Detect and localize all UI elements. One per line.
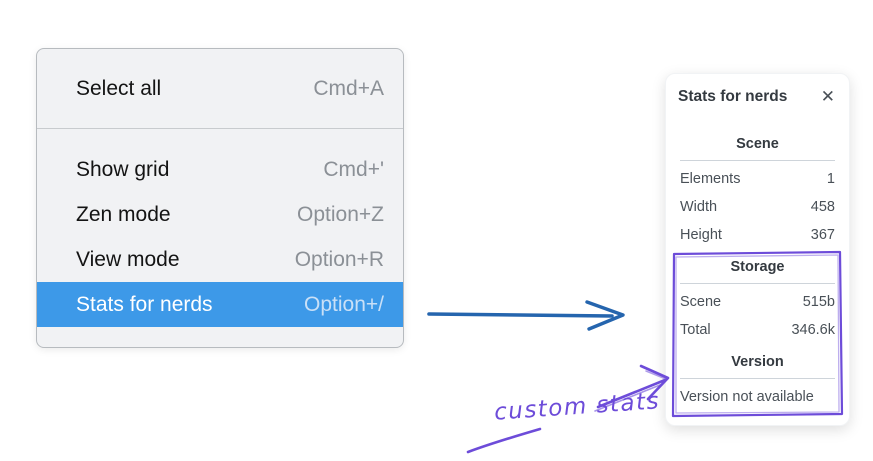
menu-to-panel-arrow-line [427, 312, 614, 318]
stat-row-height: Height 367 [678, 221, 837, 249]
menu-item-shortcut: Cmd+A [313, 76, 384, 100]
stat-value: 458 [810, 199, 835, 215]
custom-stats-arrow-shaft [596, 378, 667, 409]
stat-value: 515b [802, 294, 835, 310]
version-status-text: Version not available [680, 389, 814, 405]
menu-to-panel-arrow-head [585, 300, 625, 331]
stat-label: Height [680, 227, 722, 243]
stats-panel-title: Stats for nerds [678, 88, 788, 105]
menu-section-top: Select all Cmd+A [37, 49, 403, 128]
menu-item-view-mode[interactable]: View mode Option+R [37, 237, 403, 282]
stat-row-total-storage: Total 346.6k [678, 316, 837, 344]
stat-label: Scene [680, 294, 722, 310]
context-menu: Select all Cmd+A Show grid Cmd+' Zen mod… [36, 48, 404, 348]
section-divider [680, 378, 835, 379]
menu-item-select-all[interactable]: Select all Cmd+A [37, 66, 403, 111]
stat-label: Elements [680, 171, 741, 187]
menu-item-label: View mode [76, 247, 180, 271]
menu-item-label: Zen mode [76, 202, 171, 226]
stats-panel: Stats for nerds ✕ Scene Elements 1 Width… [665, 73, 850, 426]
menu-item-shortcut: Option+Z [297, 202, 384, 226]
menu-item-shortcut: Option+/ [304, 292, 384, 316]
section-divider [680, 283, 835, 284]
custom-stats-arrow-tail [466, 427, 542, 454]
custom-stats-arrow-head [639, 364, 670, 401]
stats-panel-header: Stats for nerds ✕ [678, 86, 837, 108]
stat-row-scene-storage: Scene 515b [678, 288, 837, 316]
custom-stats-label: custom stats [493, 388, 661, 426]
menu-item-label: Show grid [76, 157, 170, 181]
menu-item-stats-for-nerds[interactable]: Stats for nerds Option+/ [37, 282, 403, 327]
stat-value: 1 [826, 171, 835, 187]
menu-item-label: Stats for nerds [76, 292, 213, 316]
menu-item-zen-mode[interactable]: Zen mode Option+Z [37, 192, 403, 237]
custom-stats-arrow-shaft-echo [594, 384, 661, 412]
section-heading-scene: Scene [736, 136, 779, 152]
menu-item-label: Select all [76, 76, 162, 100]
close-icon[interactable]: ✕ [820, 86, 835, 107]
custom-stats-arrow-head-echo [645, 370, 667, 380]
menu-item-show-grid[interactable]: Show grid Cmd+' [37, 147, 403, 192]
section-heading-storage: Storage [730, 259, 785, 275]
stat-value: 346.6k [791, 322, 835, 338]
stat-row-width: Width 458 [678, 193, 837, 221]
stat-label: Width [680, 199, 718, 215]
stat-row-elements: Elements 1 [678, 165, 837, 193]
menu-item-shortcut: Option+R [294, 247, 384, 271]
menu-section-bottom: Show grid Cmd+' Zen mode Option+Z View m… [37, 129, 403, 347]
section-heading-version: Version [731, 354, 784, 370]
menu-divider [37, 128, 403, 129]
section-divider [680, 160, 835, 161]
menu-item-shortcut: Cmd+' [323, 157, 384, 181]
stat-value: 367 [810, 227, 835, 243]
stat-label: Total [680, 322, 711, 338]
